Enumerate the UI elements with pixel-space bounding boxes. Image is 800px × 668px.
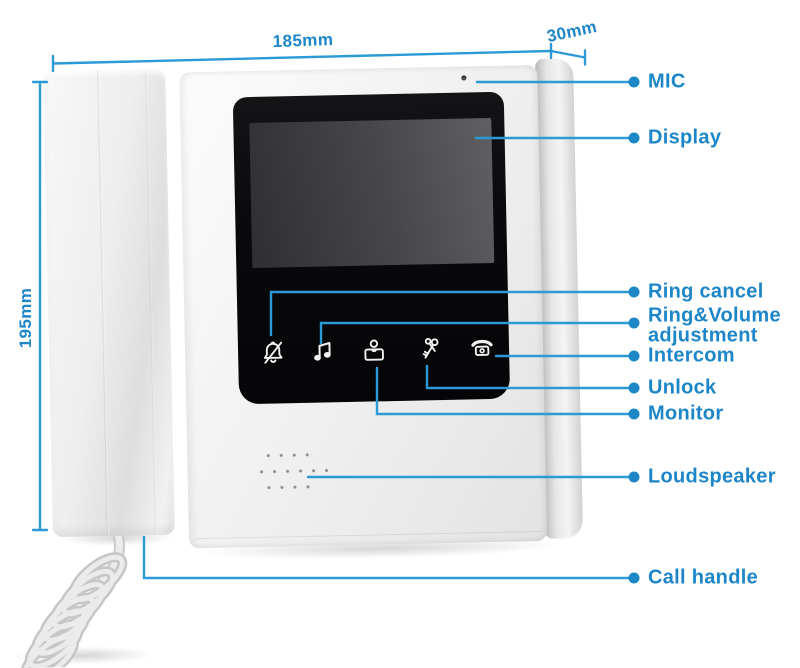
callout-label-loudspeaker: Loudspeaker	[648, 465, 776, 488]
dimension-width-label: 185mm	[272, 29, 334, 52]
speaker-dots-row	[265, 451, 318, 459]
callout-label-display: Display	[648, 126, 722, 149]
callout-label-ring-volume: Ring&Volume adjustment	[648, 304, 781, 347]
mic-hole	[461, 75, 467, 81]
call-handle-handset	[43, 68, 175, 538]
handset-seam	[145, 69, 157, 536]
callout-label-call-handle: Call handle	[648, 566, 758, 589]
callout-label-monitor: Monitor	[648, 402, 724, 425]
speaker-dots-row	[265, 483, 318, 491]
callout-label-mic: MIC	[648, 70, 686, 93]
callout-label-ring-cancel: Ring cancel	[648, 280, 764, 303]
callout-label-unlock: Unlock	[648, 376, 717, 399]
telephone-icon[interactable]	[467, 333, 498, 364]
person-icon[interactable]	[359, 335, 390, 366]
callout-label-intercom: Intercom	[648, 344, 735, 367]
handset-seam	[97, 70, 109, 537]
music-note-icon[interactable]	[308, 336, 339, 367]
display-screen	[249, 117, 495, 268]
bell-slash-icon[interactable]	[258, 337, 289, 368]
dimension-height-label: 195mm	[16, 287, 35, 349]
keys-icon[interactable]	[415, 334, 446, 365]
